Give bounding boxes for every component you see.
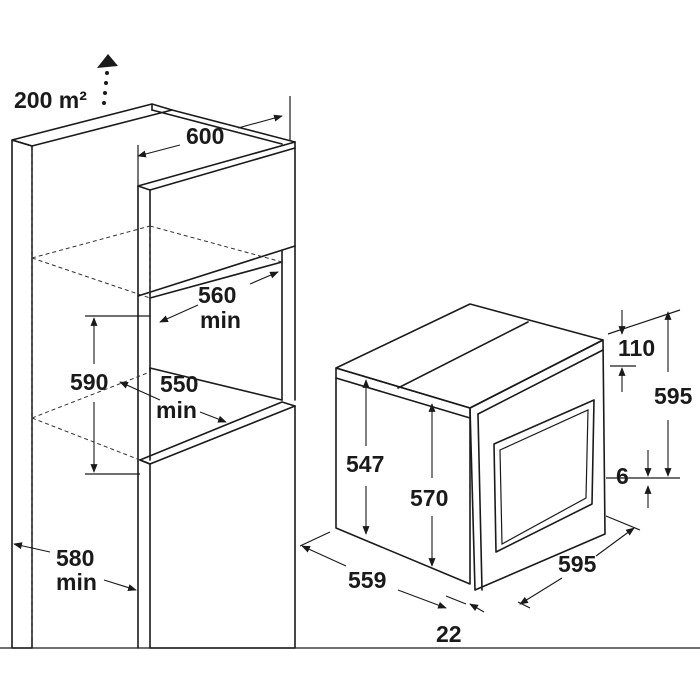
cabinet-side-panel-front <box>11 139 33 649</box>
label-body-height-570: 570 <box>410 485 448 511</box>
label-cabinet-width: 600 <box>186 123 224 149</box>
oven-door <box>469 339 606 591</box>
label-opening-depth-2: min <box>200 307 241 333</box>
label-opening-depth-1: 560 <box>198 282 236 308</box>
cabinet-dimensions <box>13 96 291 591</box>
label-oven-width: 595 <box>558 551 597 577</box>
oven-body-side <box>335 367 471 585</box>
label-top-gap: 110 <box>618 335 655 361</box>
oven-top <box>335 303 604 409</box>
label-cabinet-depth-2: min <box>56 569 97 595</box>
upper-compartment-front <box>137 141 296 297</box>
ventilation-arrow-icon <box>97 54 118 105</box>
label-body-height-547: 547 <box>346 451 384 477</box>
oven-dimensions <box>299 309 681 613</box>
oven-window <box>493 399 595 553</box>
label-body-depth: 559 <box>348 567 386 593</box>
oven-drawing <box>335 303 606 591</box>
label-door-thickness: 22 <box>436 621 462 647</box>
label-cabinet-depth-1: 580 <box>56 545 94 571</box>
label-opening-height: 590 <box>70 369 108 395</box>
cabinet-drawing <box>0 103 700 649</box>
lower-cabinet <box>139 401 296 649</box>
ventilation-label: 200 m² <box>14 87 87 113</box>
label-opening-width-2: min <box>156 397 197 423</box>
label-opening-width-1: 550 <box>160 371 198 397</box>
label-bottom-gap: 6 <box>616 463 629 489</box>
dimension-labels: 200 m² 600 560 min 590 550 min 580 min 1… <box>14 87 693 647</box>
label-oven-height: 595 <box>654 383 693 409</box>
